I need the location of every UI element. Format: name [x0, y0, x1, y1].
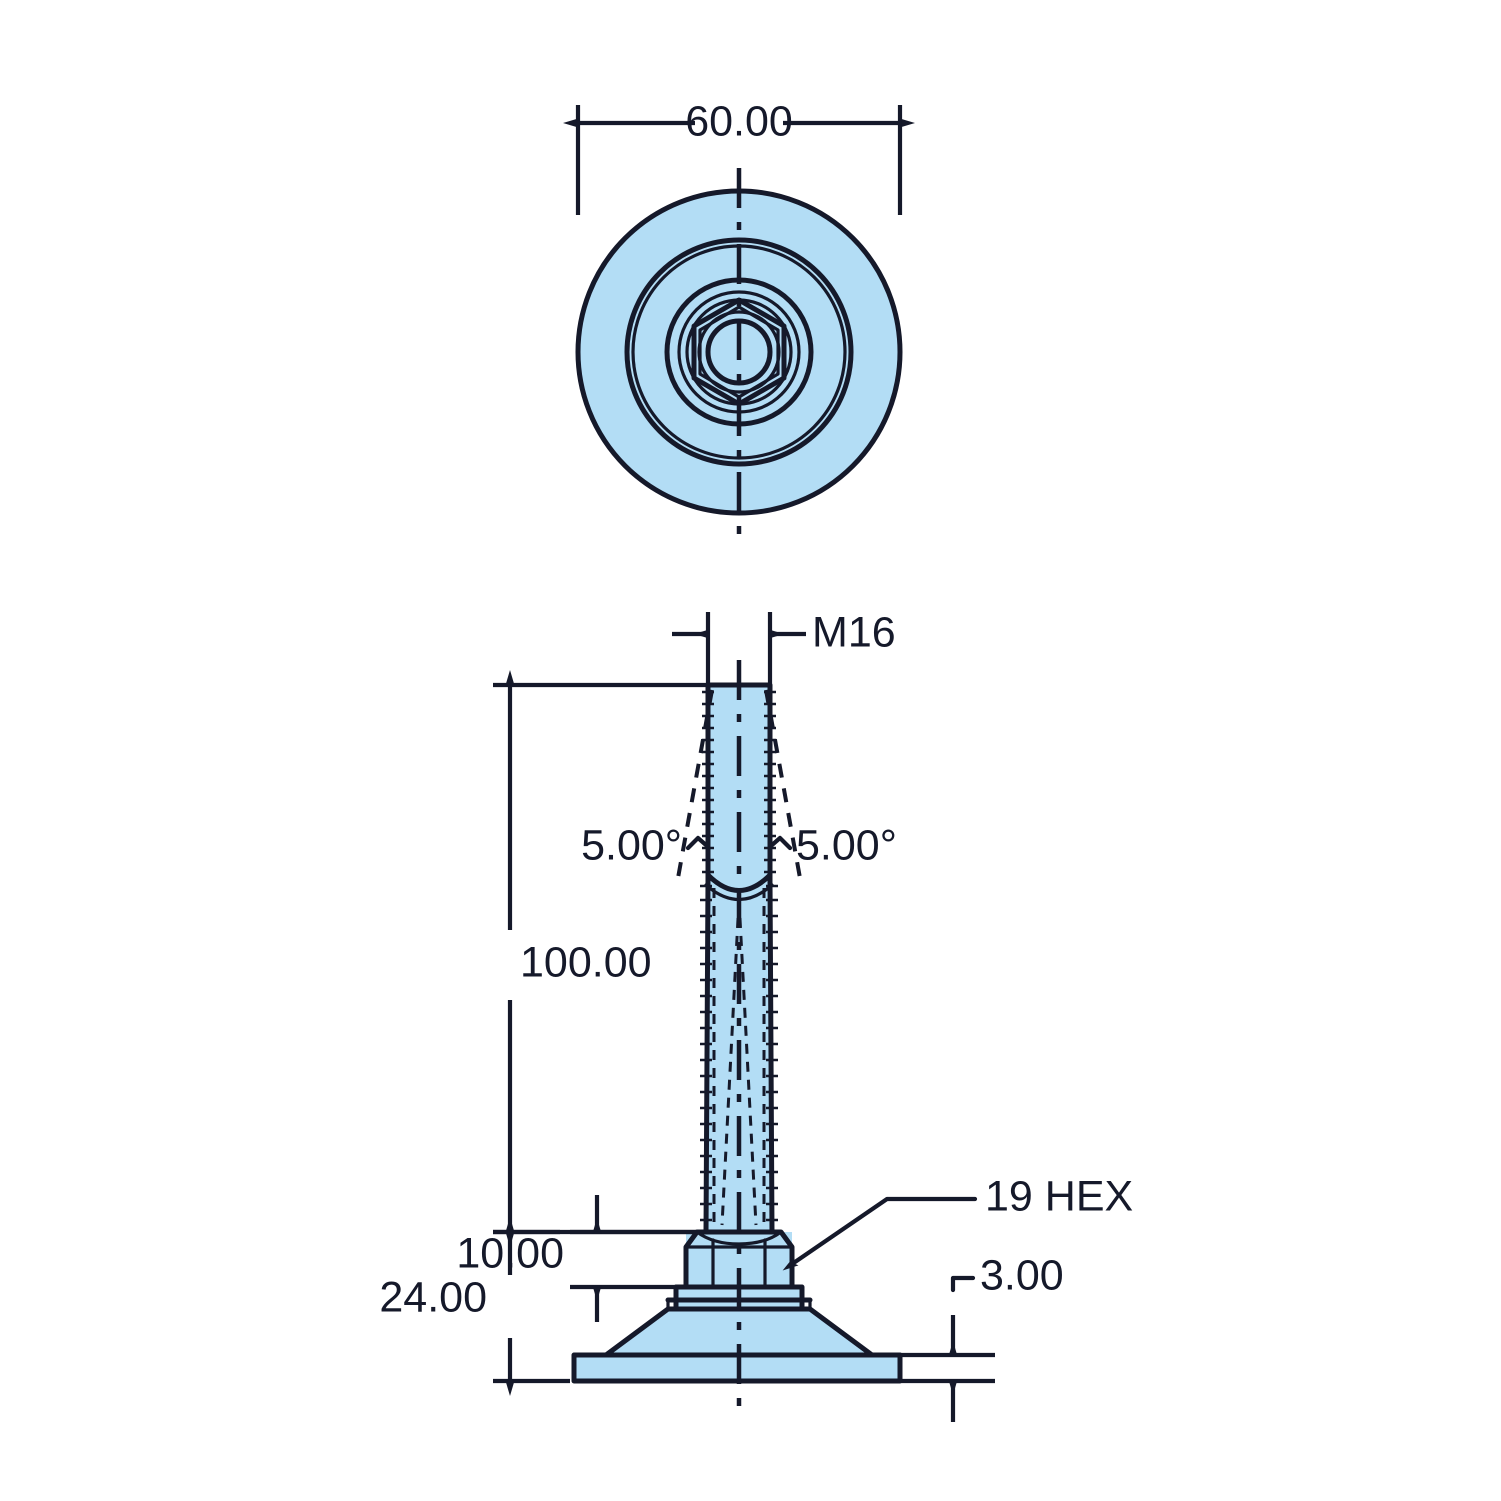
dimension-stud-length: 100.00: [493, 670, 712, 1247]
top-view-thread-major-circle: [697, 310, 781, 394]
hex-callout-label: 19 HEX: [985, 1172, 1133, 1220]
dim-3-label: 3.00: [980, 1251, 1064, 1299]
swivel-cone-hidden-right: [737, 899, 758, 1226]
dimension-plate-thickness: 3.00: [900, 1251, 1064, 1422]
top-view-skirt-outer-circle: [624, 237, 854, 467]
dim-3-jog-leader: [950, 1275, 976, 1293]
swivel-angle-line-left: [676, 689, 714, 879]
dimension-pad-diameter: 60.00: [563, 97, 915, 215]
swivel-cone-hidden-left: [720, 899, 741, 1226]
angle-left-label: 5.00°: [581, 821, 682, 869]
dim-24-label: 24.00: [379, 1273, 487, 1321]
front-view-group: [571, 660, 903, 1420]
stud-shank-outline: [703, 878, 775, 1235]
dim-m16-label: M16: [812, 608, 896, 656]
dimension-thread-m16: M16: [672, 608, 896, 700]
hex-nut-top-chamfer-arc: [695, 1230, 783, 1246]
angle-right-label: 5.00°: [796, 821, 897, 869]
swivel-angle-line-right: [764, 689, 802, 879]
dimension-swivel-angle-left: 5.00°: [581, 821, 709, 869]
hex-nut-facet-lines: [711, 1238, 767, 1289]
top-view-group: [575, 168, 903, 545]
dimension-swivel-angle-right: 5.00°: [769, 821, 897, 869]
angle-left-leader: [685, 835, 709, 851]
angle-right-leader: [769, 835, 793, 851]
hex-callout-leader: [782, 1196, 978, 1271]
skirt-fill: [606, 1309, 872, 1355]
thread-serrations: [700, 690, 778, 1222]
dim-100-label: 100.00: [520, 938, 652, 986]
dimension-base-height: 24.00: [379, 1217, 570, 1396]
callout-hex-size: 19 HEX: [782, 1172, 1133, 1271]
dim-60-label: 60.00: [685, 97, 793, 145]
